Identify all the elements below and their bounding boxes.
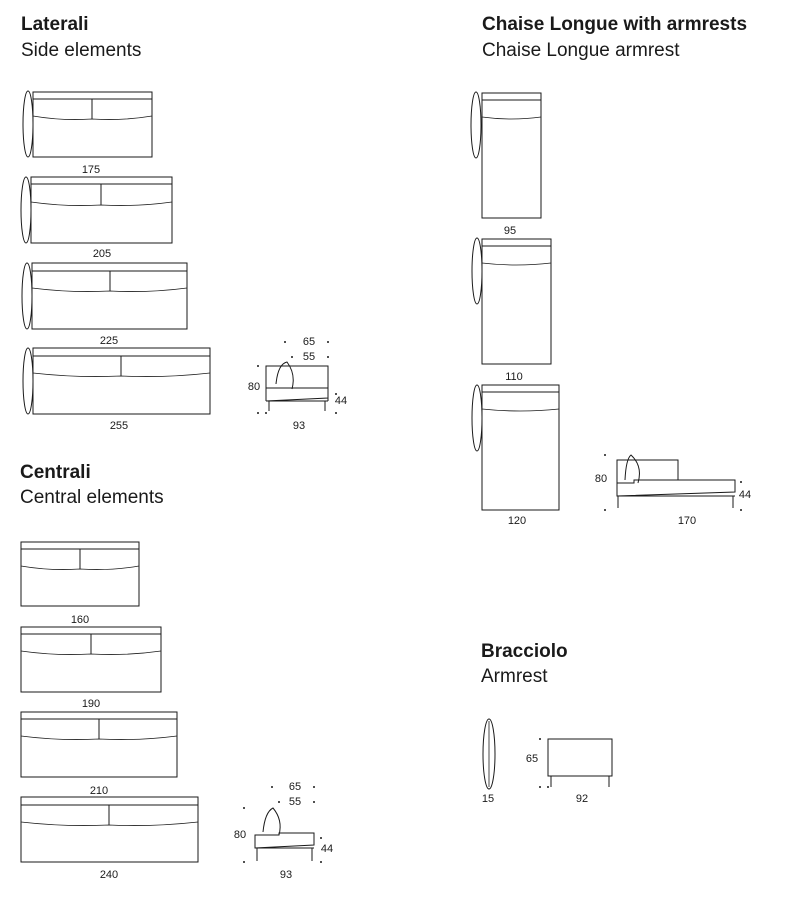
dimension-seat-height: 44 [739, 489, 751, 501]
centrali-title: Centrali [20, 462, 91, 483]
centrali-width-label: 190 [82, 698, 100, 710]
laterali-module-225 [21, 262, 188, 330]
chaise-module-110 [471, 237, 552, 365]
dimension-height: 80 [595, 473, 607, 485]
armrest-thickness-label: 15 [482, 793, 494, 805]
dimension-depth-inner: 55 [289, 796, 301, 808]
centrali-width-label: 210 [90, 785, 108, 797]
dimension-depth-inner: 55 [303, 351, 315, 363]
laterali-width-label: 175 [82, 164, 100, 176]
laterali-module-255 [22, 347, 211, 415]
laterali-side-view [257, 341, 337, 414]
dimension-height: 80 [248, 381, 260, 393]
laterali-width-label: 225 [100, 335, 118, 347]
dimension-length: 93 [293, 420, 305, 432]
laterali-module-205 [20, 176, 173, 244]
chaise-width-label: 95 [504, 225, 516, 237]
laterali-width-label: 205 [93, 248, 111, 260]
chaise-subtitle: Chaise Longue armrest [482, 40, 680, 61]
centrali-module-210 [20, 711, 178, 778]
laterali-subtitle: Side elements [21, 40, 142, 61]
laterali-title: Laterali [21, 14, 89, 35]
dimension-seat-height: 44 [321, 843, 333, 855]
centrali-width-label: 160 [71, 614, 89, 626]
chaise-module-95 [470, 91, 542, 219]
chaise-title: Chaise Longue with armrests [482, 14, 748, 35]
centrali-subtitle: Central elements [20, 487, 164, 508]
chaise-module-120 [471, 384, 560, 511]
dimension-length: 93 [280, 869, 292, 881]
dimension-height: 80 [234, 829, 246, 841]
bracciolo-title: Bracciolo [481, 641, 568, 662]
chaise-width-label: 110 [505, 371, 523, 383]
chaise-width-label: 120 [508, 515, 526, 527]
centrali-width-label: 240 [100, 869, 118, 881]
armrest-length-label: 92 [576, 793, 588, 805]
centrali-module-160 [20, 541, 140, 607]
armrest-height-label: 65 [526, 753, 538, 765]
dimension-length: 170 [678, 515, 696, 527]
dimension-depth-outer: 65 [289, 781, 301, 793]
centrali-module-240 [20, 796, 199, 863]
armrest-top-view [482, 718, 496, 790]
dimension-seat-height: 44 [335, 395, 347, 407]
laterali-width-label: 255 [110, 420, 128, 432]
centrali-module-190 [20, 626, 162, 693]
armrest-side-view [539, 738, 613, 788]
bracciolo-subtitle: Armrest [481, 666, 548, 687]
chaise-side-view [604, 454, 742, 511]
centrali-side-view [243, 786, 322, 863]
dimension-depth-outer: 65 [303, 336, 315, 348]
laterali-module-175 [22, 90, 153, 158]
